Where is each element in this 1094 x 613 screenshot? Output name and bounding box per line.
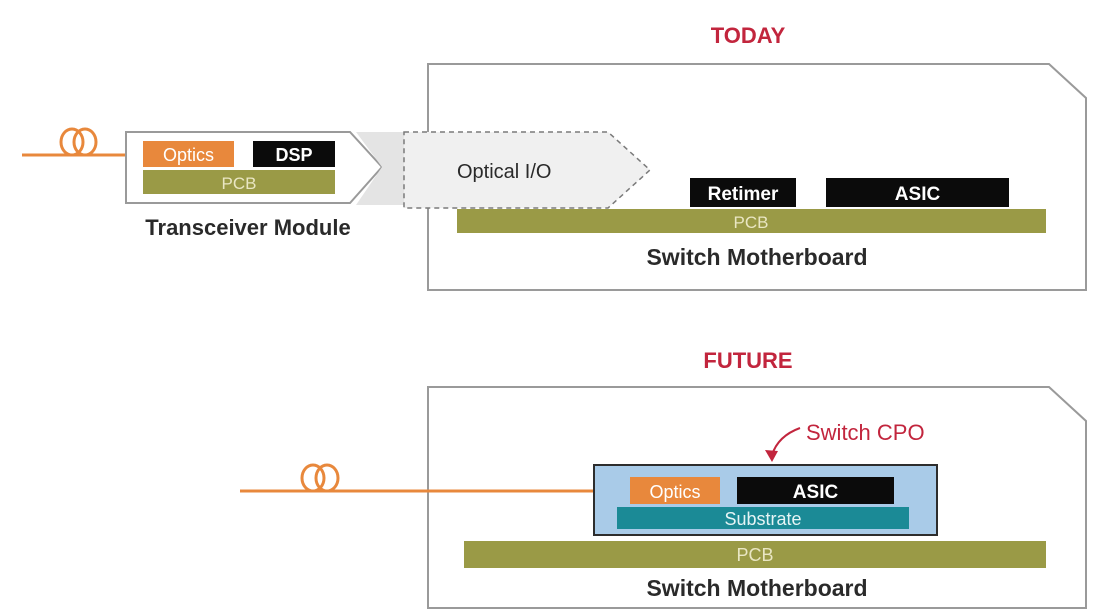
cpo-asic-label: ASIC — [793, 482, 839, 503]
transceiver-optics-label: Optics — [163, 145, 214, 165]
optical-io-label: Optical I/O — [457, 161, 551, 183]
callout-arrowhead — [765, 450, 778, 462]
future-fiber-coil-icon — [240, 463, 632, 493]
transceiver-dsp-label: DSP — [275, 145, 312, 165]
cpo-substrate-label: Substrate — [724, 509, 801, 529]
transceiver-optics-chip — [143, 141, 234, 167]
future-switch-chassis — [427, 386, 1087, 609]
today-heading: TODAY — [711, 23, 786, 48]
future-heading: FUTURE — [703, 348, 792, 373]
today-retimer-label: Retimer — [708, 184, 779, 205]
cpo-substrate — [617, 507, 909, 529]
transceiver-caption: Transceiver Module — [145, 215, 350, 240]
today-pcb-label: PCB — [734, 213, 769, 232]
transceiver-pcb — [143, 170, 335, 194]
cpo-optics-label: Optics — [649, 482, 700, 502]
transceiver-module: Optics DSP PCB — [125, 131, 384, 204]
today-switch-chassis — [427, 63, 1087, 291]
transceiver-dsp-chip — [253, 141, 335, 167]
today-asic-label: ASIC — [895, 184, 941, 205]
future-pcb — [464, 541, 1046, 568]
optical-io-port — [403, 131, 652, 209]
today-retimer-chip — [690, 178, 796, 207]
future-pcb-label: PCB — [736, 545, 773, 565]
today-switch-caption: Switch Motherboard — [646, 244, 867, 270]
cpo-asic-chip — [737, 477, 894, 504]
cpo-optics-chip — [630, 477, 720, 504]
switch-cpo-callout: Switch CPO — [806, 420, 925, 445]
transceiver-pcb-label: PCB — [222, 174, 257, 193]
future-switch-caption: Switch Motherboard — [646, 575, 867, 601]
today-asic-chip — [826, 178, 1009, 207]
today-pcb — [457, 209, 1046, 233]
